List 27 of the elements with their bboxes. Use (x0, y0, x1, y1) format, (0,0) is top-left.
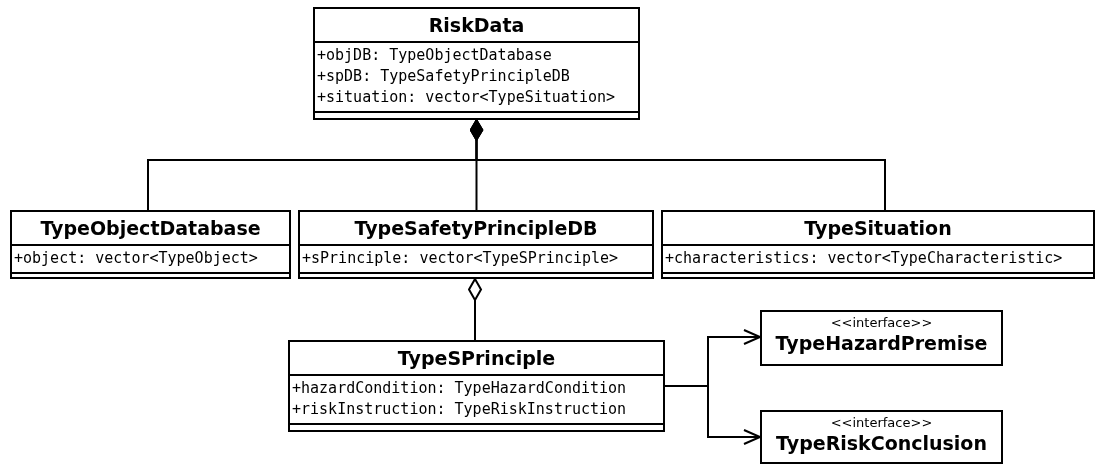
class-name: RiskData (315, 9, 638, 43)
class-box (313, 7, 640, 120)
dependency-arrow (664, 385, 761, 445)
stereotype-label: <<interface>> (829, 315, 934, 331)
class-box (298, 210, 654, 279)
attribute-text: +objDB: TypeObjectDatabase (317, 45, 552, 66)
attribute-text: +spDB: TypeSafetyPrincipleDB (317, 66, 570, 87)
class-box (10, 210, 291, 279)
attribute-text: +object: vector<TypeObject> (14, 248, 258, 269)
attribute-text: +sPrinciple: vector<TypeSPrinciple> (302, 248, 619, 269)
attribute-text: +characteristics: vector<TypeCharacteristic> (665, 248, 1063, 269)
interface-name: TypeHazardPremise (774, 331, 989, 355)
interface-box (760, 310, 1003, 366)
class-name: TypeSPrinciple (290, 342, 663, 376)
attribute-text: +riskInstruction: TypeRiskInstruction (292, 399, 627, 420)
attribute-text: +hazardCondition: TypeHazardCondition (292, 378, 627, 399)
class-name: TypeSafetyPrincipleDB (300, 212, 652, 246)
composition-connector (469, 119, 886, 211)
class-box (661, 210, 1095, 279)
class-name: TypeSituation (663, 212, 1093, 246)
aggregation-connector (468, 278, 482, 341)
interface-box (760, 410, 1003, 464)
interface-name: TypeRiskConclusion (775, 431, 988, 455)
class-box (288, 340, 665, 432)
attribute-text: +situation: vector<TypeSituation> (317, 87, 615, 108)
stereotype-label: <<interface>> (829, 415, 934, 431)
class-name: TypeObjectDatabase (12, 212, 289, 246)
